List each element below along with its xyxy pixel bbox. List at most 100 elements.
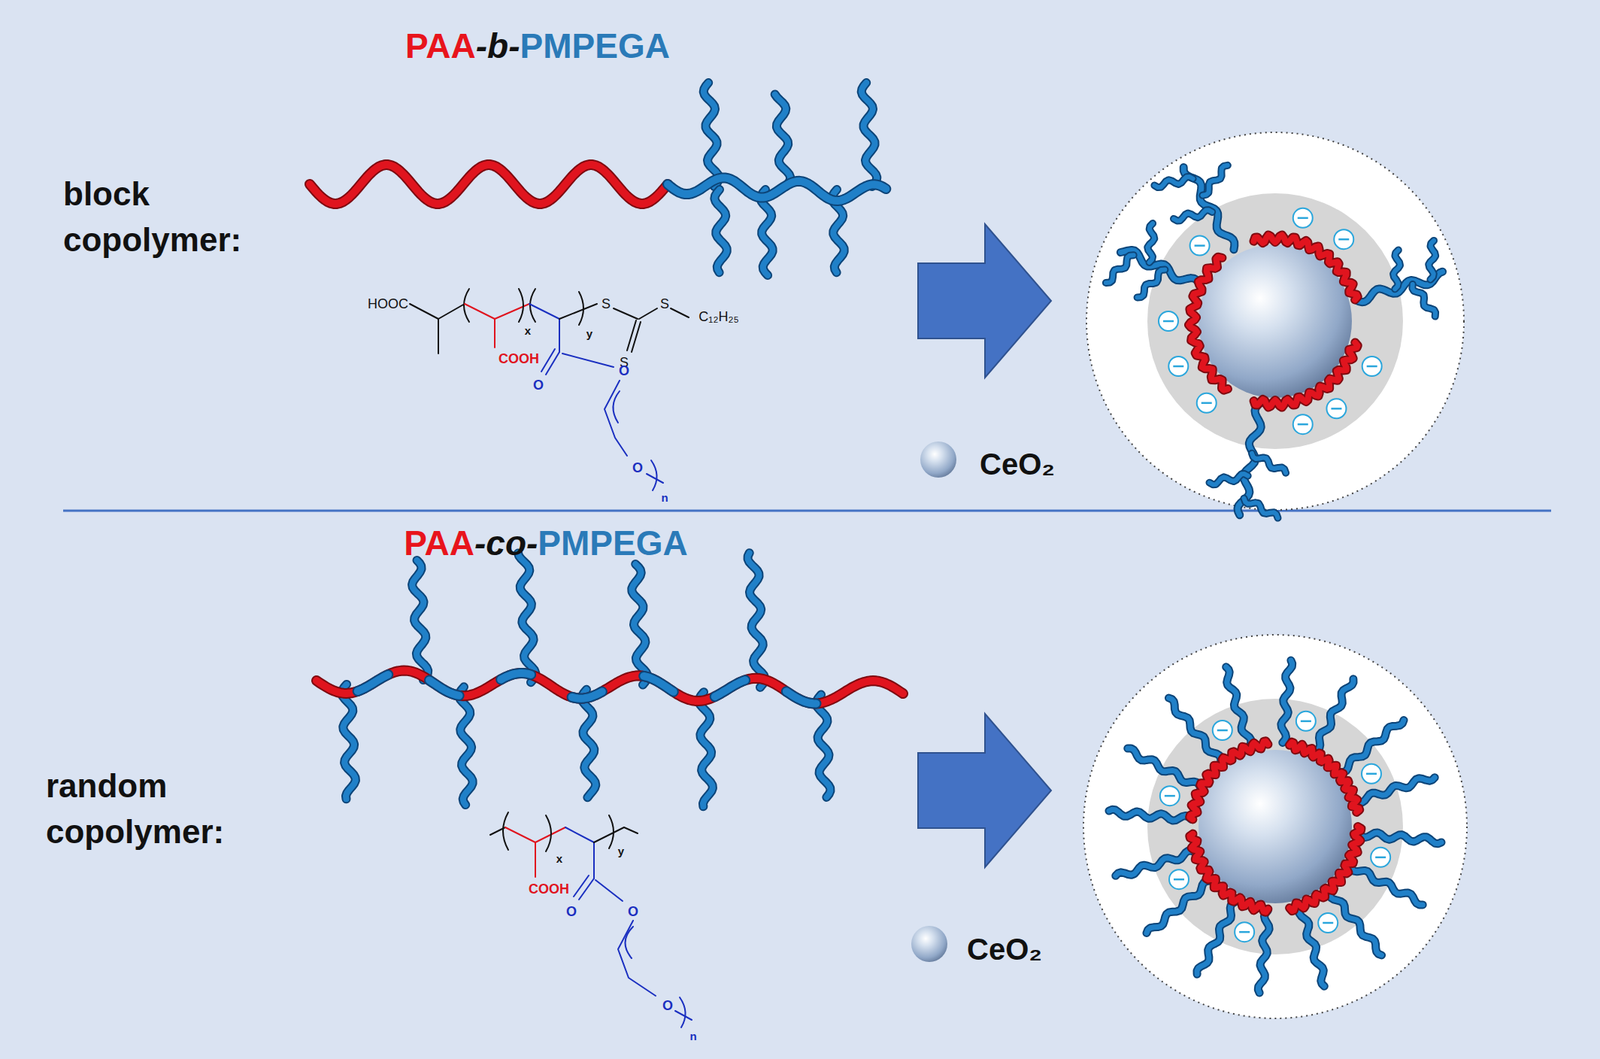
pmpega-unit bbox=[643, 675, 674, 692]
negative-charge bbox=[1370, 847, 1391, 867]
negative-charge bbox=[1163, 320, 1174, 323]
pmpega-branch bbox=[1244, 498, 1279, 519]
pmpega-side-chain bbox=[775, 93, 791, 187]
label-text: COOH bbox=[528, 881, 570, 897]
negative-charge bbox=[1338, 238, 1349, 241]
legend-text: CeO₂ bbox=[979, 446, 1055, 482]
negative-charge bbox=[1333, 229, 1354, 249]
pmpega-unit bbox=[429, 679, 460, 695]
negative-charge bbox=[1217, 729, 1228, 732]
paa-block bbox=[309, 164, 668, 204]
label-text: S bbox=[660, 296, 670, 313]
pmpega-side-chain bbox=[775, 93, 791, 187]
pmpega-strand bbox=[1349, 865, 1423, 905]
pmpega-side-chain bbox=[631, 563, 648, 685]
pmpega-strand bbox=[1109, 809, 1191, 821]
pmpega-strand bbox=[1359, 832, 1442, 844]
chemical-bond bbox=[565, 827, 594, 843]
chemical-bond bbox=[639, 308, 658, 319]
charged-layer bbox=[1147, 193, 1404, 449]
negative-charge bbox=[1326, 398, 1346, 419]
pmpega-unit bbox=[715, 679, 746, 697]
pmpega-strand bbox=[1196, 900, 1237, 974]
paa-anchor bbox=[1188, 257, 1228, 391]
label-text: S bbox=[601, 296, 611, 313]
bracket bbox=[679, 996, 686, 1028]
pmpega-side-chain bbox=[581, 689, 597, 797]
pmpega-branch bbox=[1137, 269, 1166, 298]
negative-charge bbox=[1361, 763, 1382, 784]
label-text: O bbox=[627, 903, 639, 920]
chemical-bond bbox=[646, 473, 664, 483]
paa-anchor bbox=[1189, 833, 1268, 913]
chemical-bond bbox=[529, 303, 560, 319]
block-arrow bbox=[918, 224, 1052, 378]
chemical-bond bbox=[558, 318, 561, 352]
negative-charge bbox=[1297, 217, 1309, 220]
pmpega-side-chain bbox=[518, 552, 536, 682]
copolymer-title: PAA-b-PMPEGA bbox=[405, 26, 670, 67]
pmpega-strand bbox=[1109, 809, 1191, 821]
chemical-bond bbox=[534, 842, 537, 877]
pmpega-branch bbox=[1154, 176, 1193, 188]
paa-anchor bbox=[1289, 742, 1360, 813]
pmpega-unit bbox=[786, 690, 817, 704]
pmpega-branch bbox=[1428, 240, 1436, 280]
pmpega-branch bbox=[1393, 250, 1400, 290]
paa-anchor bbox=[1189, 833, 1268, 913]
pmpega-branch bbox=[1209, 473, 1249, 485]
title-part: PAA bbox=[405, 26, 476, 66]
pmpega-strand bbox=[1314, 678, 1354, 752]
negative-charge bbox=[1297, 423, 1309, 426]
divider-line bbox=[63, 509, 1552, 513]
chemical-bond bbox=[559, 303, 597, 319]
negative-charge bbox=[1172, 365, 1184, 368]
copolymer-title: PAA-co-PMPEGA bbox=[403, 523, 688, 564]
label-text: y bbox=[618, 844, 625, 858]
negative-charge bbox=[1173, 878, 1185, 881]
negative-charge bbox=[1194, 244, 1206, 247]
chemical-bond bbox=[573, 875, 589, 897]
pmpega-side-chain bbox=[342, 684, 356, 799]
pmpega-branch bbox=[1244, 498, 1279, 519]
label-text: O bbox=[632, 460, 643, 476]
chemical-bond bbox=[437, 318, 440, 354]
pmpega-branch bbox=[1137, 269, 1166, 298]
chemical-bond bbox=[595, 879, 623, 901]
pmpega-block bbox=[667, 177, 886, 201]
negative-charge bbox=[1366, 365, 1378, 368]
pmpega-strand bbox=[1281, 660, 1293, 743]
pmpega-side-chain bbox=[631, 563, 648, 685]
pmpega-side-chain bbox=[861, 82, 878, 187]
negative-charge bbox=[1169, 869, 1189, 889]
negative-charge bbox=[1293, 208, 1313, 228]
paa-anchor bbox=[1289, 742, 1360, 813]
pmpega-strand bbox=[1257, 910, 1270, 993]
bracket bbox=[578, 291, 584, 325]
pmpega-branch bbox=[1202, 165, 1228, 196]
pmpega-side-chain bbox=[816, 694, 831, 797]
negative-charge bbox=[1318, 912, 1338, 933]
pmpega-side-chain bbox=[714, 189, 727, 273]
bracket bbox=[518, 288, 524, 322]
label-text: O bbox=[618, 363, 630, 379]
pmpega-strand bbox=[1127, 748, 1201, 788]
title-part: PAA bbox=[403, 523, 475, 563]
pmpega-branch bbox=[1106, 254, 1134, 283]
title-part: -co- bbox=[474, 523, 538, 563]
negative-charge bbox=[1234, 921, 1255, 942]
label-text: x bbox=[556, 851, 563, 865]
pmpega-branch bbox=[1412, 284, 1436, 317]
pmpega-strand bbox=[1257, 910, 1270, 993]
pmpega-side-chain bbox=[342, 684, 356, 799]
pmpega-branch bbox=[1147, 223, 1155, 263]
pmpega-unit bbox=[715, 679, 746, 697]
paa-anchor bbox=[1254, 342, 1358, 408]
label-text: O bbox=[662, 997, 673, 1014]
pmpega-unit bbox=[500, 672, 531, 680]
negative-charge bbox=[1296, 711, 1316, 731]
pmpega-unit bbox=[643, 675, 674, 692]
chemical-bond bbox=[438, 303, 465, 319]
negative-charge bbox=[1201, 402, 1213, 405]
